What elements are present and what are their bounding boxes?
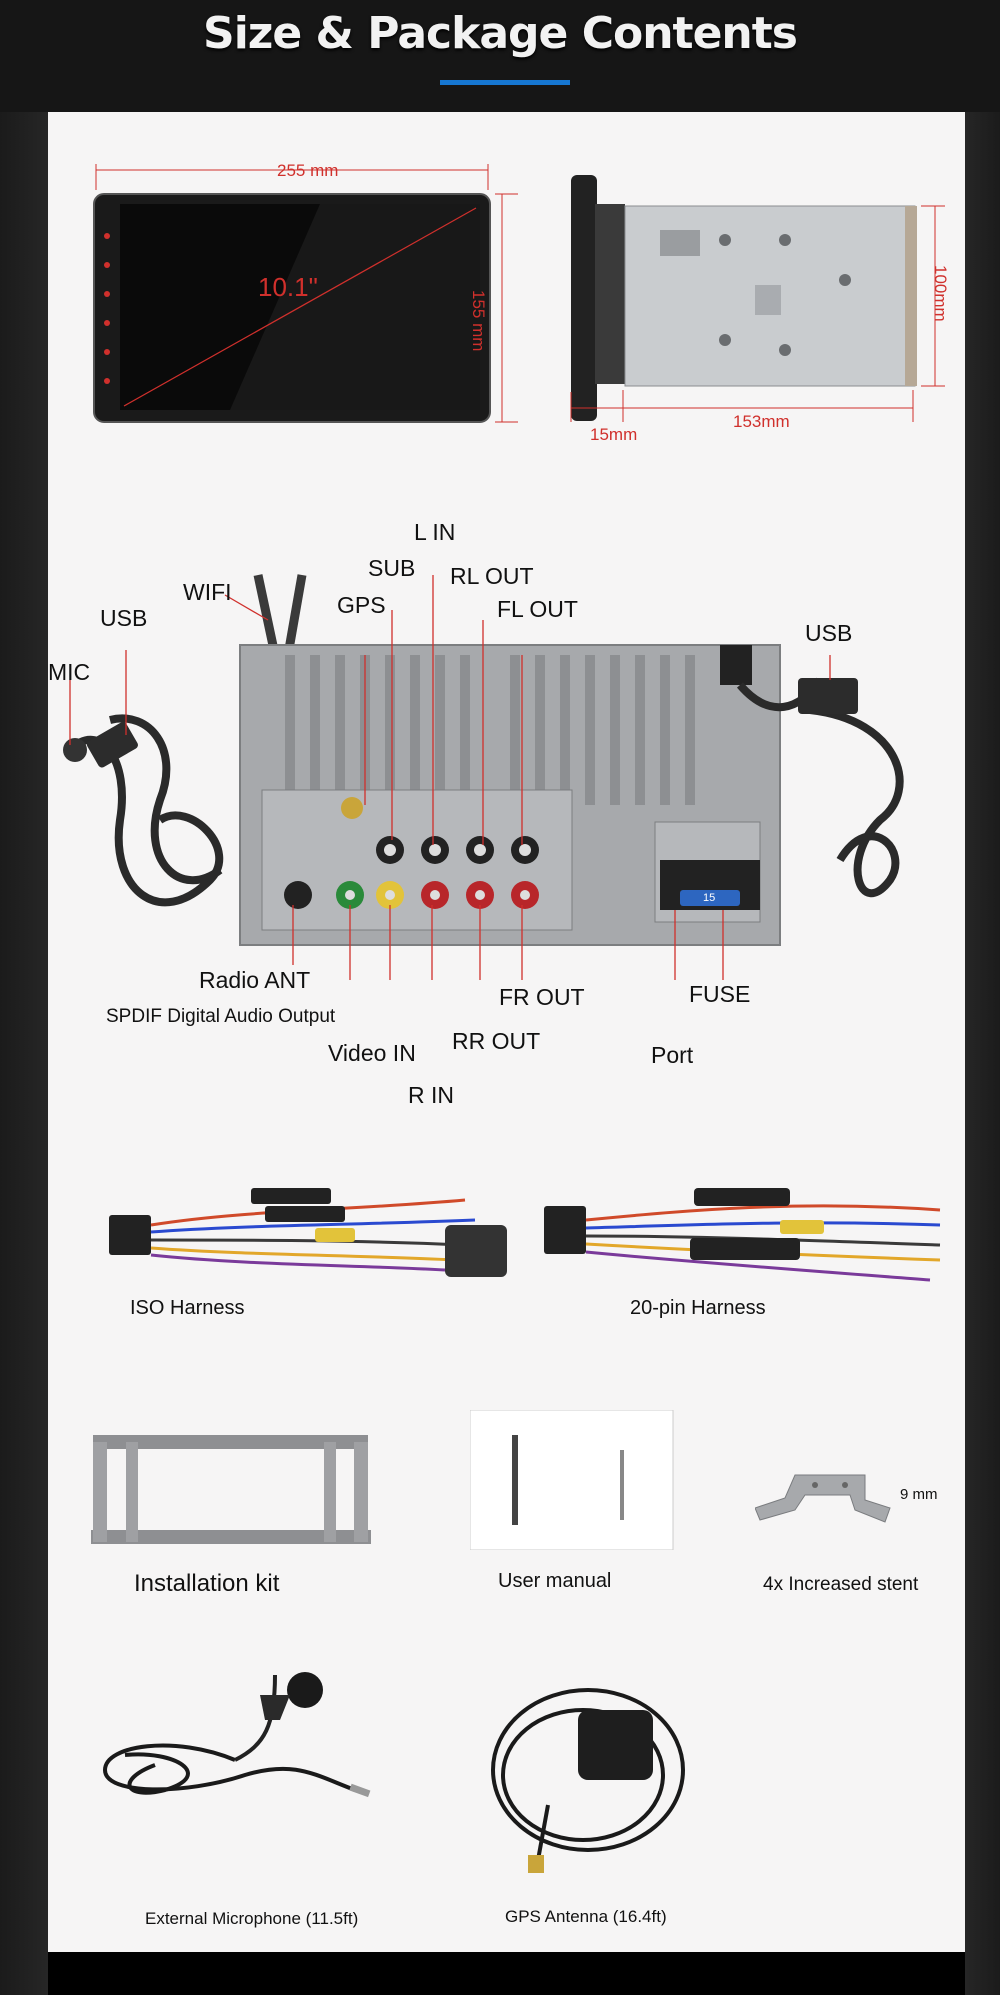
width-dimension: 255 mm bbox=[277, 161, 339, 180]
left-margin bbox=[0, 112, 48, 1995]
port-label: Port bbox=[651, 1042, 694, 1068]
fuse-value-label: 15 bbox=[703, 892, 716, 904]
rear-panel-drawing bbox=[63, 574, 904, 980]
iso-harness-image bbox=[109, 1188, 507, 1277]
20-pin-harness-image bbox=[544, 1188, 941, 1282]
wifi-label: WIFI bbox=[183, 579, 232, 605]
fr-out-label: FR OUT bbox=[499, 984, 585, 1010]
user-manual-label: User manual bbox=[498, 1570, 612, 1592]
gps-antenna-label: GPS Antenna (16.4ft) bbox=[505, 1907, 667, 1926]
l-in-label: L IN bbox=[414, 519, 456, 545]
right-margin bbox=[965, 112, 1000, 1995]
external-microphone-image bbox=[102, 1672, 371, 1798]
spdif-label: SPDIF Digital Audio Output bbox=[106, 1006, 336, 1027]
rl-out-label: RL OUT bbox=[450, 563, 534, 589]
installation-kit-label: Installation kit bbox=[134, 1570, 280, 1597]
footer-bar bbox=[48, 1952, 965, 1995]
installation-kit-image bbox=[91, 1435, 371, 1544]
rr-out-label: RR OUT bbox=[452, 1028, 541, 1054]
header-bar: Size & Package Contents bbox=[0, 0, 1000, 112]
video-in-label: Video IN bbox=[328, 1040, 416, 1066]
iso-harness-label: ISO Harness bbox=[130, 1297, 245, 1319]
stent-dimension-label: 9 mm bbox=[900, 1486, 938, 1503]
fl-out-label: FL OUT bbox=[497, 596, 578, 622]
body-depth-dimension: 153mm bbox=[733, 412, 790, 431]
mic-label: MIC bbox=[48, 659, 91, 685]
user-manual-image bbox=[470, 1410, 674, 1550]
head-unit-side-drawing bbox=[570, 175, 945, 422]
front-depth-dimension: 15mm bbox=[590, 425, 638, 444]
fuse-label: FUSE bbox=[689, 981, 751, 1007]
usb-left-label: USB bbox=[100, 605, 148, 631]
stent-label: 4x Increased stent bbox=[763, 1574, 919, 1595]
title-underline bbox=[440, 80, 570, 85]
gps-label: GPS bbox=[337, 592, 386, 618]
external-microphone-label: External Microphone (11.5ft) bbox=[145, 1909, 359, 1928]
page-title: Size & Package Contents bbox=[203, 8, 798, 59]
diagonal-dimension: 10.1" bbox=[258, 272, 318, 302]
radio-ant-label: Radio ANT bbox=[199, 967, 311, 993]
usb-right-label: USB bbox=[805, 620, 853, 646]
head-unit-front-drawing bbox=[93, 164, 518, 423]
gps-antenna-image bbox=[491, 1688, 685, 1873]
stent-image bbox=[755, 1474, 891, 1523]
sub-label: SUB bbox=[368, 555, 416, 581]
height-dimension: 155 mm bbox=[469, 290, 488, 352]
20-pin-harness-label: 20-pin Harness bbox=[630, 1297, 766, 1319]
r-in-label: R IN bbox=[408, 1082, 454, 1108]
body-height-dimension: 100mm bbox=[931, 265, 950, 322]
